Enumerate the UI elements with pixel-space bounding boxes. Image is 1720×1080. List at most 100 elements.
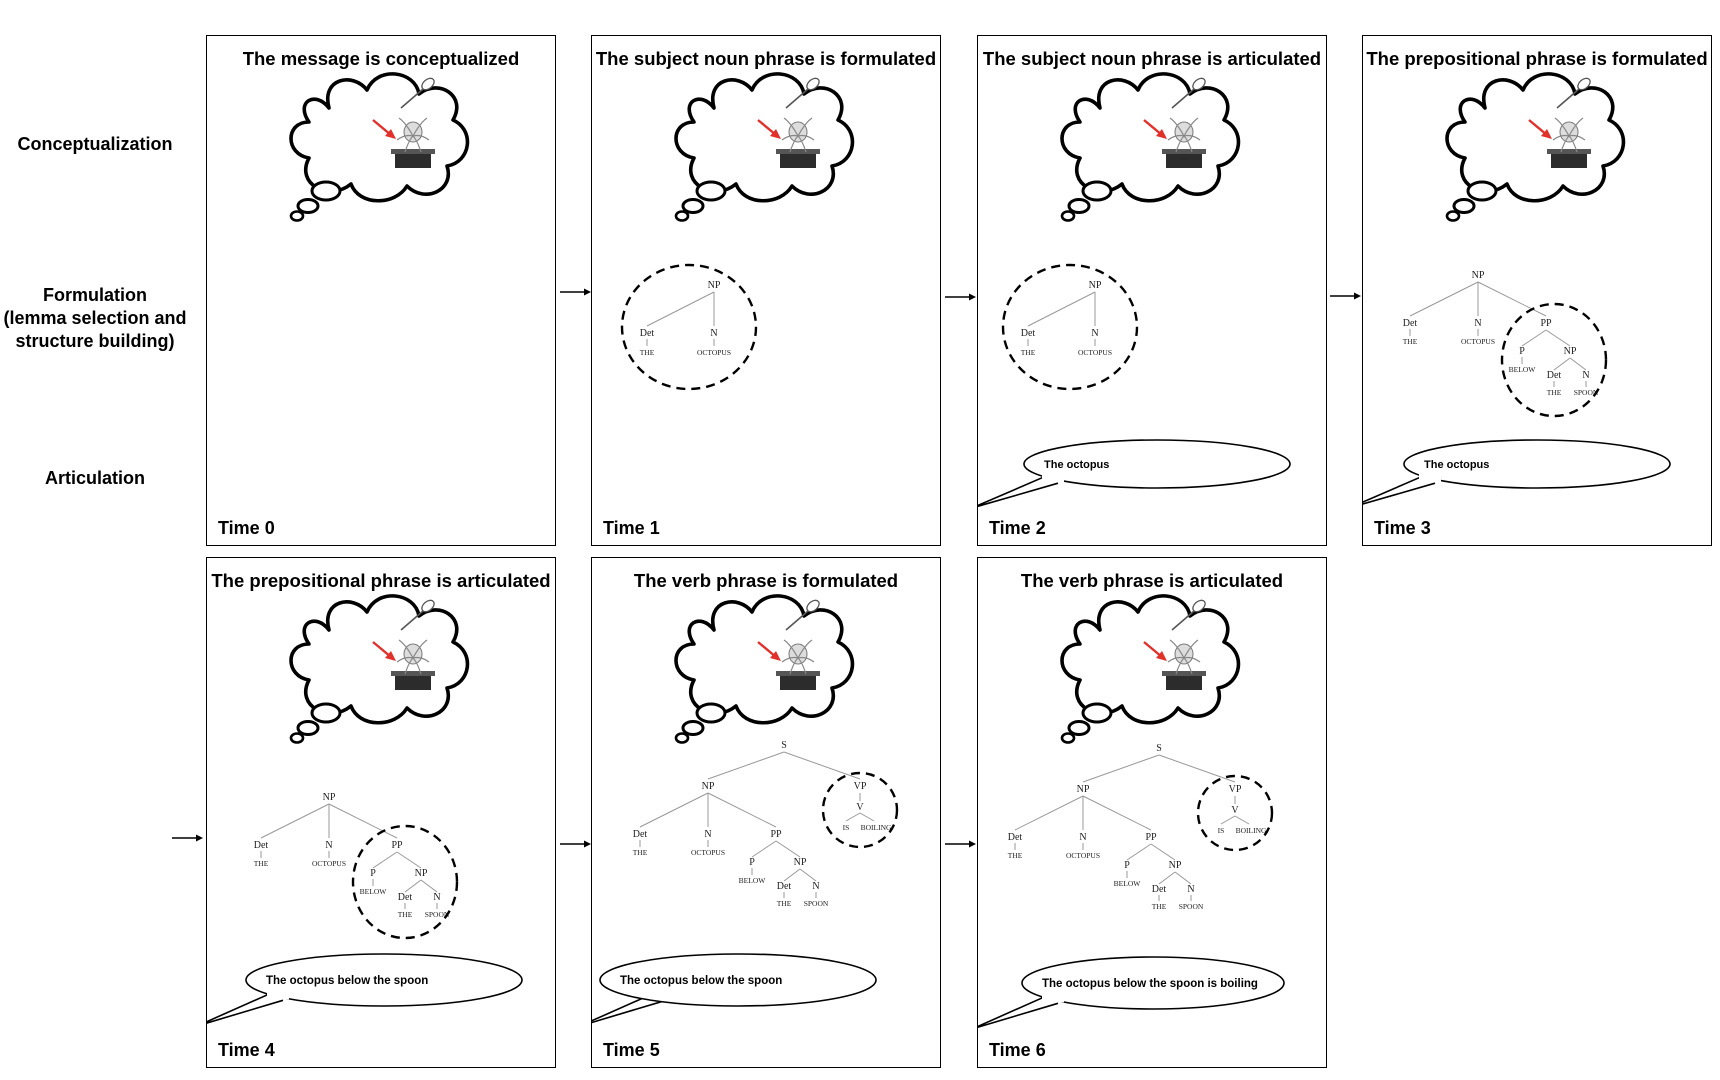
spoon-icon [1171, 77, 1206, 109]
tree-node-det: Det [1021, 328, 1036, 339]
speech-tail-join [267, 989, 289, 1000]
octopus-tentacle [412, 657, 422, 675]
panel-title: The subject noun phrase is formulated [595, 48, 937, 69]
panel-time-label: Time 3 [1374, 518, 1431, 538]
tree-word-is: IS [843, 823, 850, 832]
tree-branch [799, 868, 817, 882]
row-label-conceptualization: Conceptualization [17, 134, 173, 154]
octopus-tentacle [398, 117, 414, 137]
speech-tail-join [1042, 472, 1064, 483]
speech-outline [1403, 439, 1671, 489]
octopus-tentacle [1183, 656, 1201, 663]
thought-trail-small [1445, 210, 1461, 222]
tree-node-np: NP [708, 280, 721, 291]
row-label-formulation-line2: (lemma selection and [3, 308, 187, 328]
tree-word-below: BELOW [360, 887, 388, 896]
tree-branch [1158, 754, 1236, 783]
thought-cloud [1060, 72, 1241, 203]
speech-tail [592, 991, 667, 1024]
tree-node-np: NP [1077, 784, 1090, 795]
pot [1551, 152, 1587, 168]
tree-branch [1082, 754, 1160, 783]
tree-node-n: N [1474, 318, 1481, 329]
tree-word-boiling: BOILING [1236, 826, 1267, 835]
octopus-tentacle [412, 134, 430, 141]
tree-branch [1477, 281, 1547, 317]
thought-trail-large [695, 180, 727, 202]
octopus-tentacle [1183, 135, 1193, 153]
speech-bubble: The octopus [1363, 439, 1671, 505]
spoon-handle [1171, 610, 1195, 631]
red-pointer-arrow [1143, 119, 1167, 139]
tree-word-below: BELOW [1114, 879, 1142, 888]
tree-word-the: THE [1021, 348, 1036, 357]
tree-node-np: NP [1169, 860, 1182, 871]
speech-text: The octopus below the spoon is boiling [1042, 978, 1258, 990]
tree-word-octopus: OCTOPUS [1066, 851, 1100, 860]
tree-branch [1027, 291, 1096, 327]
tree-branch [328, 803, 398, 839]
tree-node-n: N [433, 892, 440, 903]
spoon-icon [1171, 599, 1206, 631]
octopus-tentacle [412, 656, 430, 663]
pot-rim [776, 149, 820, 154]
tree-word-below: BELOW [739, 876, 767, 885]
tree-node-p: P [370, 868, 376, 879]
tree-branch [396, 851, 422, 869]
octopus-tentacle [797, 656, 815, 663]
tree-word-spoon: SPOON [425, 910, 450, 919]
panel-time-0: The message is conceptualized Time 0 [206, 35, 556, 546]
octopus-tentacle [404, 657, 414, 675]
octopus-tentacle [797, 117, 813, 137]
tree-word-is: IS [1218, 826, 1225, 835]
arrow-time5-to-time6 [945, 840, 976, 848]
tree-word-the: THE [633, 848, 648, 857]
thought-bubble [1060, 72, 1241, 222]
thought-trail-large [310, 180, 342, 202]
focus-dashed-circle [1001, 263, 1139, 391]
thought-trail-medium [681, 720, 705, 736]
thought-trail-large [310, 702, 342, 724]
tree-branch [1014, 795, 1084, 831]
tree-branch [707, 792, 777, 828]
octopus-tentacle [1175, 657, 1185, 675]
thought-trail-medium [1067, 198, 1091, 214]
tree-node-n: N [1079, 832, 1086, 843]
tree-node-pp: PP [770, 829, 782, 840]
octopus-tentacle [1167, 656, 1185, 663]
octopus-in-pot-icon [776, 639, 820, 690]
tree-word-octopus: OCTOPUS [312, 859, 346, 868]
panel-scene [289, 72, 470, 222]
pot-rim [391, 671, 435, 676]
octopus-tentacle [783, 117, 799, 137]
tree-node-det: Det [1152, 884, 1167, 895]
panel-title: The verb phrase is formulated [633, 570, 899, 591]
spoon-icon [785, 599, 820, 631]
octopus-tentacle [1560, 135, 1570, 153]
focus-dashed-circle [821, 771, 899, 849]
thought-bubble [674, 72, 855, 222]
tree-branch [1553, 357, 1571, 371]
speech-outline [1023, 439, 1291, 489]
speech-bubble: The octopus [978, 439, 1291, 508]
tree-node-n: N [325, 840, 332, 851]
panel-scene: NPDetTHENOCTOPUSPPPBELOWNPDetTHENSPOONTh… [207, 594, 523, 1024]
speech-tail [978, 474, 1059, 508]
tree-word-below: BELOW [1509, 365, 1537, 374]
octopus-tentacle [781, 134, 799, 141]
octopus-tentacle [1167, 134, 1185, 141]
tree-node-np: NP [1472, 270, 1485, 281]
octopus-tentacle [1169, 639, 1185, 659]
pot-rim [1547, 149, 1591, 154]
row-label-formulation-line1: Formulation [43, 285, 147, 305]
tree-word-the: THE [1403, 337, 1418, 346]
red-arrow-head [385, 651, 396, 661]
focus-dashed-circle [1500, 302, 1608, 418]
thought-trail-large [1466, 180, 1498, 202]
octopus-in-pot-icon [1162, 639, 1206, 690]
